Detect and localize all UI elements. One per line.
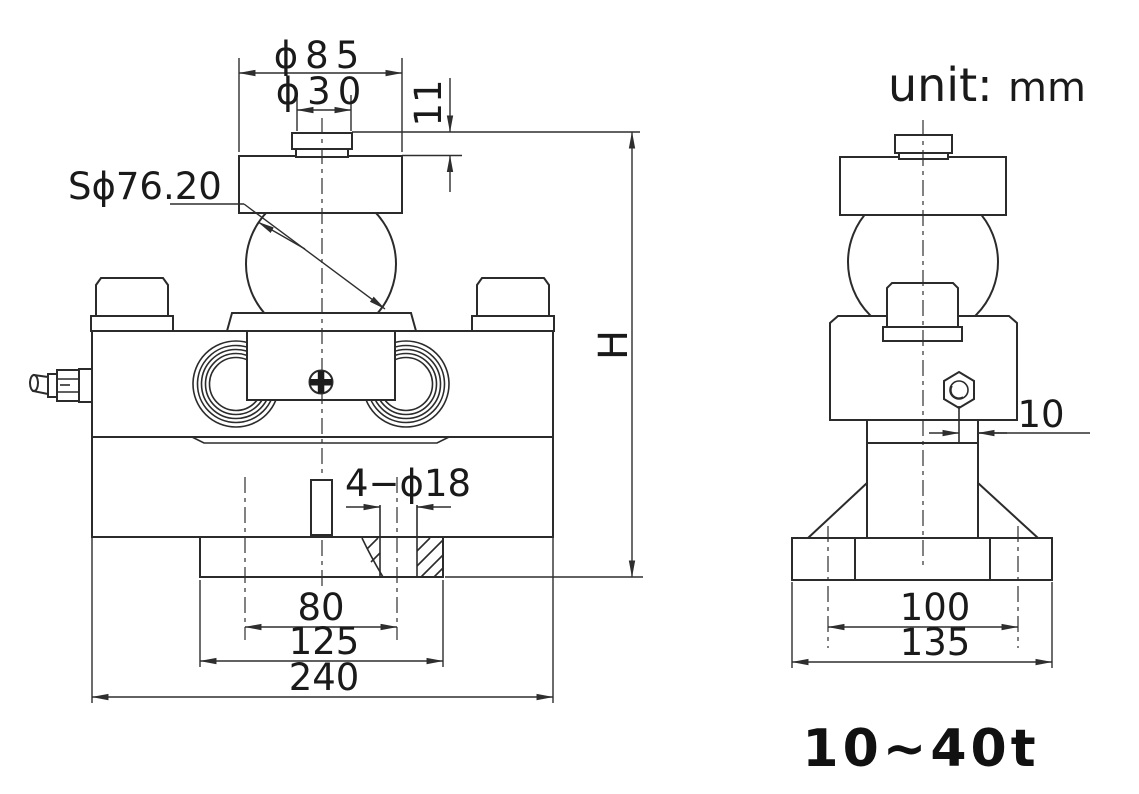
dim-side-base-width: 135 [791, 582, 1053, 668]
dim-button-height: 11 [352, 78, 640, 192]
dim-overall-width: 240 [91, 537, 554, 703]
front-view-dimensions: ϕ85 ϕ30 11 Sϕ76.20 H [68, 34, 643, 703]
cable-gland [29, 368, 93, 403]
body-groove [191, 436, 450, 444]
dim-bolt-offset: 10 [929, 393, 1090, 437]
capacity-range-label: 10~40t [802, 719, 1039, 779]
right-boot [476, 277, 550, 317]
front-view [29, 118, 555, 640]
unit-value: mm [1008, 65, 1086, 111]
side-base-plate [791, 537, 1053, 581]
dim-button-diameter-label: ϕ30 [276, 70, 369, 113]
dim-overall-height-label: H [591, 330, 637, 360]
dim-hole-spacing: 80 [244, 586, 398, 631]
left-boot [95, 277, 169, 317]
top-bearing-cap [238, 155, 403, 214]
dim-button-diameter: ϕ30 [276, 70, 369, 131]
unit-label: unit: [888, 58, 993, 112]
dim-overall-width-label: 240 [289, 656, 360, 699]
dim-mounting-holes-label: 4−ϕ18 [345, 462, 471, 505]
annotations: unit: mm 10~40t [802, 58, 1086, 779]
dim-sphere-diameter: Sϕ76.20 [68, 165, 386, 310]
dim-mounting-holes: 4−ϕ18 [345, 462, 471, 511]
front-hole-centerlines [244, 477, 398, 640]
side-view [791, 120, 1053, 648]
dim-cap-diameter-label: ϕ85 [274, 34, 367, 77]
phillips-screw [308, 369, 334, 395]
dim-side-hole-spacing-label: 100 [900, 586, 971, 629]
dim-side-base-width-label: 135 [900, 621, 971, 664]
dim-cap-diameter: ϕ85 [238, 34, 403, 152]
section-break-arc [361, 537, 384, 578]
side-view-dimensions: 10 100 135 [791, 393, 1090, 668]
dim-base-width: 125 [199, 580, 444, 667]
right-boot-flange [471, 315, 555, 332]
section-hatch [366, 537, 444, 578]
dim-overall-height: H [445, 131, 643, 578]
dim-bolt-offset-label: 10 [1017, 393, 1064, 436]
left-boot-flange [90, 315, 174, 332]
left-gusset [807, 482, 868, 539]
dim-hole-spacing-label: 80 [297, 586, 344, 629]
dim-sphere-diameter-label: Sϕ76.20 [68, 165, 222, 208]
dim-base-width-label: 125 [289, 620, 360, 663]
center-slot [310, 479, 333, 536]
right-gusset [977, 482, 1039, 539]
dim-side-hole-spacing: 100 [827, 586, 1019, 631]
dim-button-height-label: 11 [407, 79, 450, 126]
